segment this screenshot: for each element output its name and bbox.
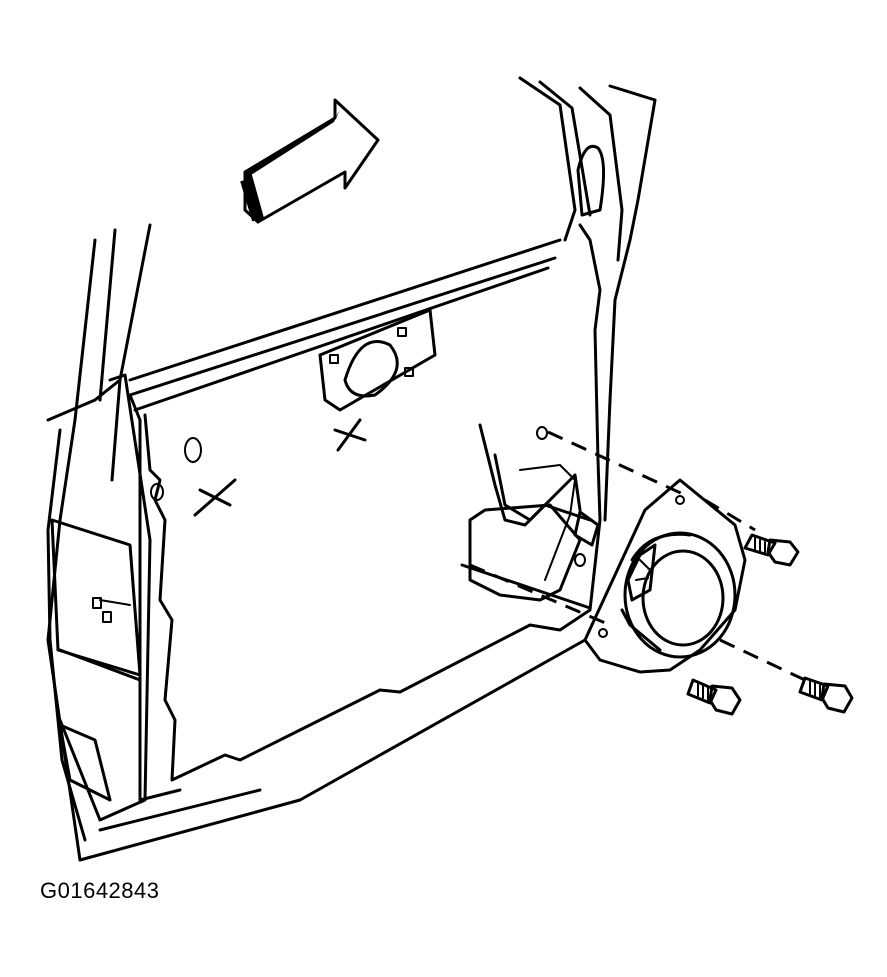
bolt-icon bbox=[798, 676, 854, 714]
bolt-icon bbox=[686, 678, 742, 716]
door-shell bbox=[46, 76, 657, 862]
inner-panel bbox=[50, 223, 602, 822]
direction-arrow-icon bbox=[240, 98, 380, 224]
figure-id-label: G01642843 bbox=[40, 878, 160, 903]
speaker-icon bbox=[583, 478, 747, 674]
alignment-guides bbox=[469, 430, 806, 682]
speaker-mount-area bbox=[460, 423, 600, 610]
bolt-icon bbox=[743, 533, 800, 567]
